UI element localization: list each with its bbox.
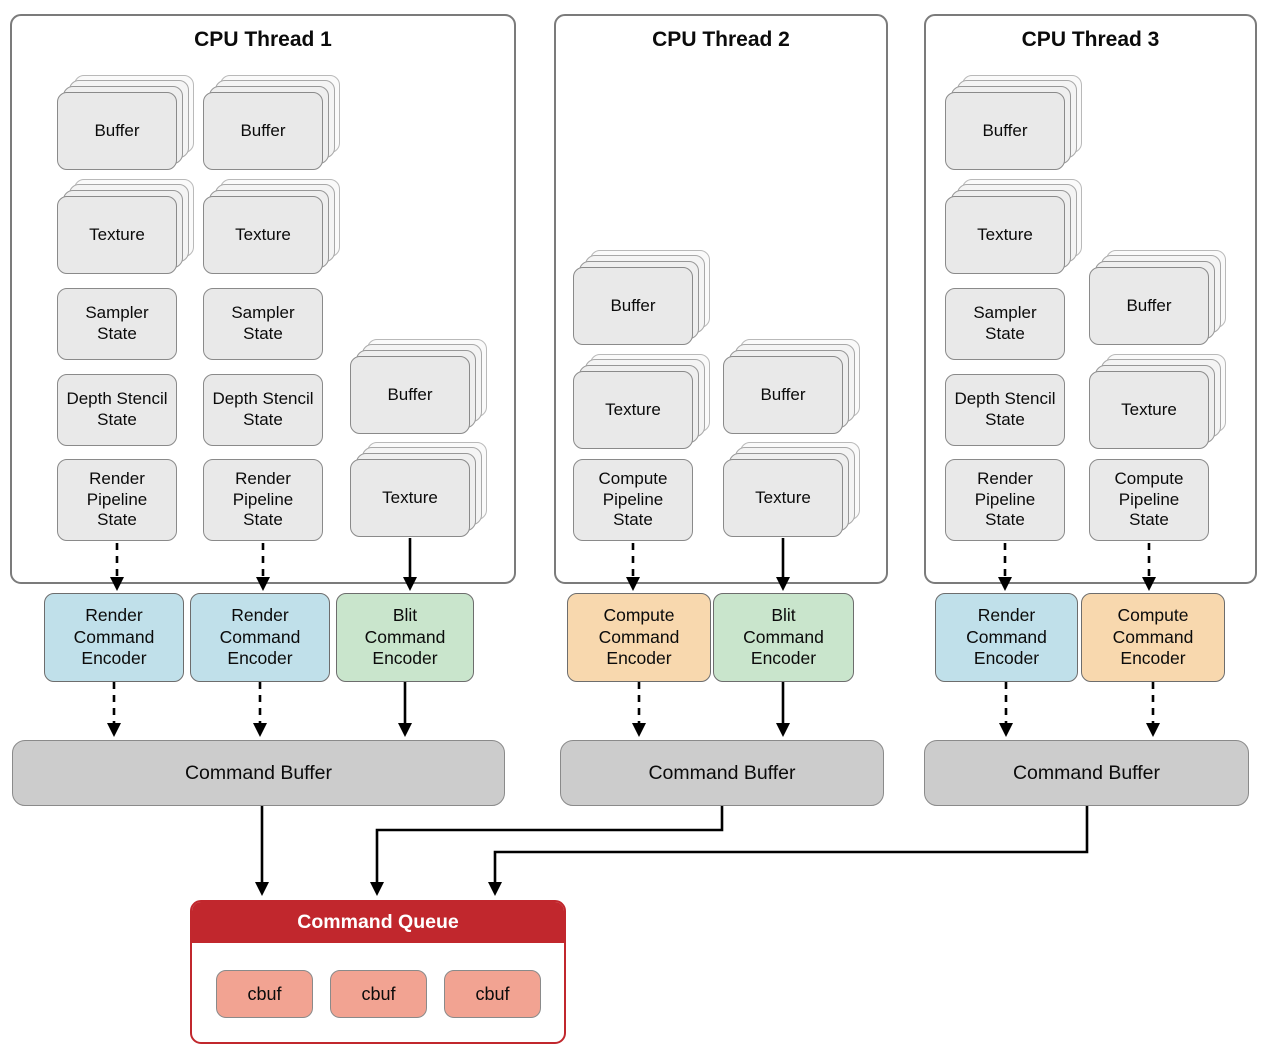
command-queue-body: cbuf cbuf cbuf <box>192 943 564 1018</box>
buffer-stack: Buffer <box>723 339 860 434</box>
encoder-label: Compute Command Encoder <box>1112 604 1194 669</box>
panel-title: CPU Thread 3 <box>1021 28 1160 51</box>
arrow-cmdbuf-to-queue <box>255 806 1089 896</box>
texture-stack: Texture <box>573 354 710 449</box>
buffer-stack: Buffer <box>57 75 194 170</box>
buffer-box: Buffer <box>573 267 693 345</box>
cbuf-box: cbuf <box>330 970 427 1018</box>
cbuf-box: cbuf <box>216 970 313 1018</box>
command-buffer: Command Buffer <box>12 740 505 806</box>
buffer-box: Buffer <box>350 356 470 434</box>
buffer-stack: Buffer <box>945 75 1082 170</box>
buffer-stack: Buffer <box>1089 250 1226 345</box>
box-label: Sampler State <box>85 303 149 343</box>
render-command-encoder: Render Command Encoder <box>935 593 1078 682</box>
box-label: Sampler State <box>973 303 1037 343</box>
encoder-label: Render Command Encoder <box>219 604 301 669</box>
box-label: Texture <box>1121 399 1177 419</box>
compute-pipeline-state-box: Compute Pipeline State <box>1089 459 1209 541</box>
sampler-state-box: Sampler State <box>945 288 1065 360</box>
render-pipeline-state-box: Render Pipeline State <box>203 459 323 541</box>
render-command-encoder: Render Command Encoder <box>190 593 330 682</box>
command-buffer-label: Command Buffer <box>184 761 333 784</box>
texture-stack: Texture <box>57 179 194 274</box>
box-label: Texture <box>605 399 661 419</box>
arrow-encoder-to-cmdbuf-solid <box>398 682 790 737</box>
box-label: Buffer <box>610 295 656 315</box>
cbuf-box: cbuf <box>444 970 541 1018</box>
box-label: Texture <box>89 224 145 244</box>
buffer-stack: Buffer <box>350 339 487 434</box>
buffer-stack: Buffer <box>203 75 340 170</box>
encoder-label: Render Command Encoder <box>966 604 1047 669</box>
buffer-box: Buffer <box>723 356 843 434</box>
texture-box: Texture <box>350 459 470 537</box>
box-label: Buffer <box>94 120 140 140</box>
box-label: Buffer <box>982 120 1028 140</box>
box-label: Compute Pipeline State <box>598 468 668 530</box>
command-buffer: Command Buffer <box>924 740 1249 806</box>
encoder-label: Blit Command Encoder <box>364 604 446 669</box>
compute-command-encoder: Compute Command Encoder <box>567 593 711 682</box>
texture-box: Texture <box>1089 371 1209 449</box>
command-queue: Command Queue cbuf cbuf cbuf <box>190 900 566 1044</box>
command-queue-header: Command Queue <box>192 902 564 943</box>
encoder-label: Compute Command Encoder <box>598 604 680 669</box>
texture-box: Texture <box>203 196 323 274</box>
panel-title: CPU Thread 2 <box>652 28 790 51</box>
box-label: Buffer <box>1126 295 1172 315</box>
encoder-label: Render Command Encoder <box>73 604 155 669</box>
box-label: Render Pipeline State <box>86 468 148 530</box>
depth-stencil-state-box: Depth Stencil State <box>945 374 1065 446</box>
compute-pipeline-state-box: Compute Pipeline State <box>573 459 693 541</box>
buffer-box: Buffer <box>1089 267 1209 345</box>
buffer-stack: Buffer <box>573 250 710 345</box>
command-buffer-label: Command Buffer <box>1012 761 1161 784</box>
sampler-state-box: Sampler State <box>203 288 323 360</box>
box-label: Compute Pipeline State <box>1114 468 1184 530</box>
render-pipeline-state-box: Render Pipeline State <box>945 459 1065 541</box>
blit-command-encoder: Blit Command Encoder <box>336 593 474 682</box>
texture-stack: Texture <box>1089 354 1226 449</box>
texture-stack: Texture <box>945 179 1082 274</box>
texture-stack: Texture <box>723 442 860 537</box>
box-label: Sampler State <box>231 303 295 343</box>
buffer-box: Buffer <box>945 92 1065 170</box>
box-label: Texture <box>382 487 438 507</box>
render-command-encoder: Render Command Encoder <box>44 593 184 682</box>
depth-stencil-state-box: Depth Stencil State <box>203 374 323 446</box>
render-pipeline-state-box: Render Pipeline State <box>57 459 177 541</box>
buffer-box: Buffer <box>203 92 323 170</box>
box-label: Texture <box>755 487 811 507</box>
box-label: Texture <box>977 224 1033 244</box>
box-label: Depth Stencil State <box>954 389 1056 429</box>
arrow-encoder-to-cmdbuf-dashed <box>107 682 1160 737</box>
panel-title: CPU Thread 1 <box>194 28 332 51</box>
box-label: Depth Stencil State <box>66 389 168 429</box>
depth-stencil-state-box: Depth Stencil State <box>57 374 177 446</box>
texture-stack: Texture <box>350 442 487 537</box>
box-label: Render Pipeline State <box>232 468 294 530</box>
command-buffer: Command Buffer <box>560 740 884 806</box>
texture-box: Texture <box>573 371 693 449</box>
texture-box: Texture <box>57 196 177 274</box>
texture-box: Texture <box>723 459 843 537</box>
encoder-label: Blit Command Encoder <box>743 604 824 669</box>
texture-box: Texture <box>945 196 1065 274</box>
box-label: Texture <box>235 224 291 244</box>
texture-stack: Texture <box>203 179 340 274</box>
box-label: Buffer <box>760 384 806 404</box>
box-label: Render Pipeline State <box>974 468 1036 530</box>
blit-command-encoder: Blit Command Encoder <box>713 593 854 682</box>
compute-command-encoder: Compute Command Encoder <box>1081 593 1225 682</box>
sampler-state-box: Sampler State <box>57 288 177 360</box>
box-label: Buffer <box>387 384 433 404</box>
box-label: Buffer <box>240 120 286 140</box>
buffer-box: Buffer <box>57 92 177 170</box>
command-buffer-label: Command Buffer <box>648 761 796 784</box>
box-label: Depth Stencil State <box>212 389 314 429</box>
